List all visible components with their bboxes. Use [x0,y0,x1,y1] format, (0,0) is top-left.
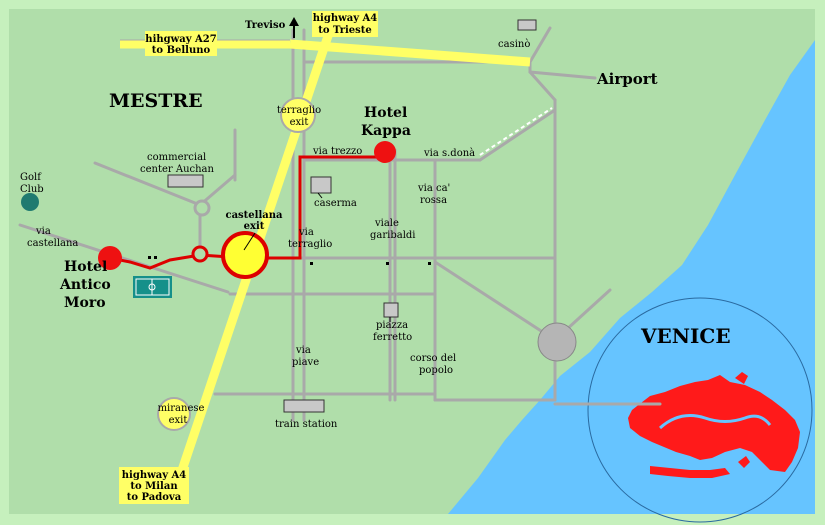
piazza-ferretto-building [383,302,399,318]
hotel-kappa-marker [374,141,396,163]
terraglio-exit-label-2: exit [290,117,309,128]
miranese-exit-label-1: miranese [158,403,205,414]
venice-canal [658,414,772,430]
road-network [18,26,662,422]
a4-milan-label-1: highway A4 [122,470,186,481]
castellana-pointer [243,232,256,251]
a27-label-2: to Belluno [152,45,211,56]
giudecca-island [650,466,730,478]
casino-label: casinò [498,39,530,50]
hotel-antico-moro-label-3: Moro [64,295,106,311]
venice-label: VENICE [640,324,731,348]
via-trezzo-label: via trezzo [312,146,362,157]
parking-icon [148,256,151,259]
via-sdona-label: via s.donà [423,148,475,159]
junction-dot-1 [310,262,313,265]
viale-garibaldi-label-1: viale [374,218,399,229]
junction-dot-2 [386,262,389,265]
corso-popolo-label-1: corso del [410,353,456,364]
golf-club-label-2: Club [20,184,44,195]
auchan-roundabout [193,199,211,217]
piazza-ferretto-label-2: ferretto [373,332,412,343]
commercial-label-2: center Auchan [140,164,215,175]
via-ca-rossa-label-2: rossa [420,195,447,206]
via-ca-rossa-label-1: via ca' [417,183,450,194]
commercial-label-1: commercial [147,152,206,163]
hotel-antico-moro-marker [98,246,122,270]
a4-trieste-label-1: highway A4 [313,13,377,24]
caserma-label: caserma [314,198,357,209]
castellana-exit-label-1: castellana [225,210,283,221]
piazzale-roma-roundabout [537,322,577,362]
airport-label: Airport [596,70,658,88]
a4-milan-label-box [119,467,189,504]
golf-club-marker [21,193,39,211]
caserma-building [310,176,332,194]
casino-building [517,19,537,31]
hotel-kappa-label-1: Hotel [364,105,407,121]
train-station-label: train station [275,419,338,430]
treviso-label: Treviso [245,20,286,31]
hotel-antico-moro-label-1: Hotel [64,259,107,275]
mestre-label: MESTRE [109,90,203,112]
junction-dot-3 [428,262,431,265]
via-terraglio-label-1: via [298,227,314,238]
venice-area-circle [587,297,813,523]
terraglio-exit-roundabout [280,97,316,133]
hotel-kappa-label-2: Kappa [361,123,411,139]
via-piave-label-1: via [295,345,311,356]
parking-icon-2 [154,256,157,259]
small-island-east [738,456,750,468]
terraglio-exit-label-1: terraglio [277,105,321,116]
a4-trieste-label-box [312,11,378,37]
via-castellana-label-1: via [35,226,51,237]
stadium-icon [133,276,172,298]
castellana-exit-roundabout [221,231,269,279]
a27-label-1: hihgway A27 [145,34,216,45]
hotel-antico-moro-label-2: Antico [59,277,111,293]
small-island [735,372,748,384]
small-roundabout [191,245,209,263]
a4-milan-label-2: to Milan [130,481,178,492]
via-castellana-label-2: castellana [27,238,78,249]
dashed-road [479,107,553,156]
caserma-pointer [317,192,323,199]
a27-label-box [145,31,217,56]
castellana-exit-label-2: exit [244,221,265,232]
corso-popolo-label-2: popolo [419,365,453,376]
a4-trieste-label-2: to Trieste [318,25,372,36]
piazza-ferretto-label-1: piazza [376,320,408,331]
train-station-building [283,399,325,413]
venice-island [628,375,800,472]
miranese-exit-label-2: exit [169,415,188,426]
auchan-building [167,174,204,188]
viale-garibaldi-label-2: garibaldi [370,230,416,241]
via-piave-label-2: piave [292,357,319,368]
a4-milan-label-3: to Padova [127,492,182,503]
via-terraglio-label-2: terraglio [288,239,332,250]
north-arrow-icon [289,17,299,38]
golf-club-label-1: Golf [20,172,42,183]
miranese-exit-roundabout [157,397,191,431]
